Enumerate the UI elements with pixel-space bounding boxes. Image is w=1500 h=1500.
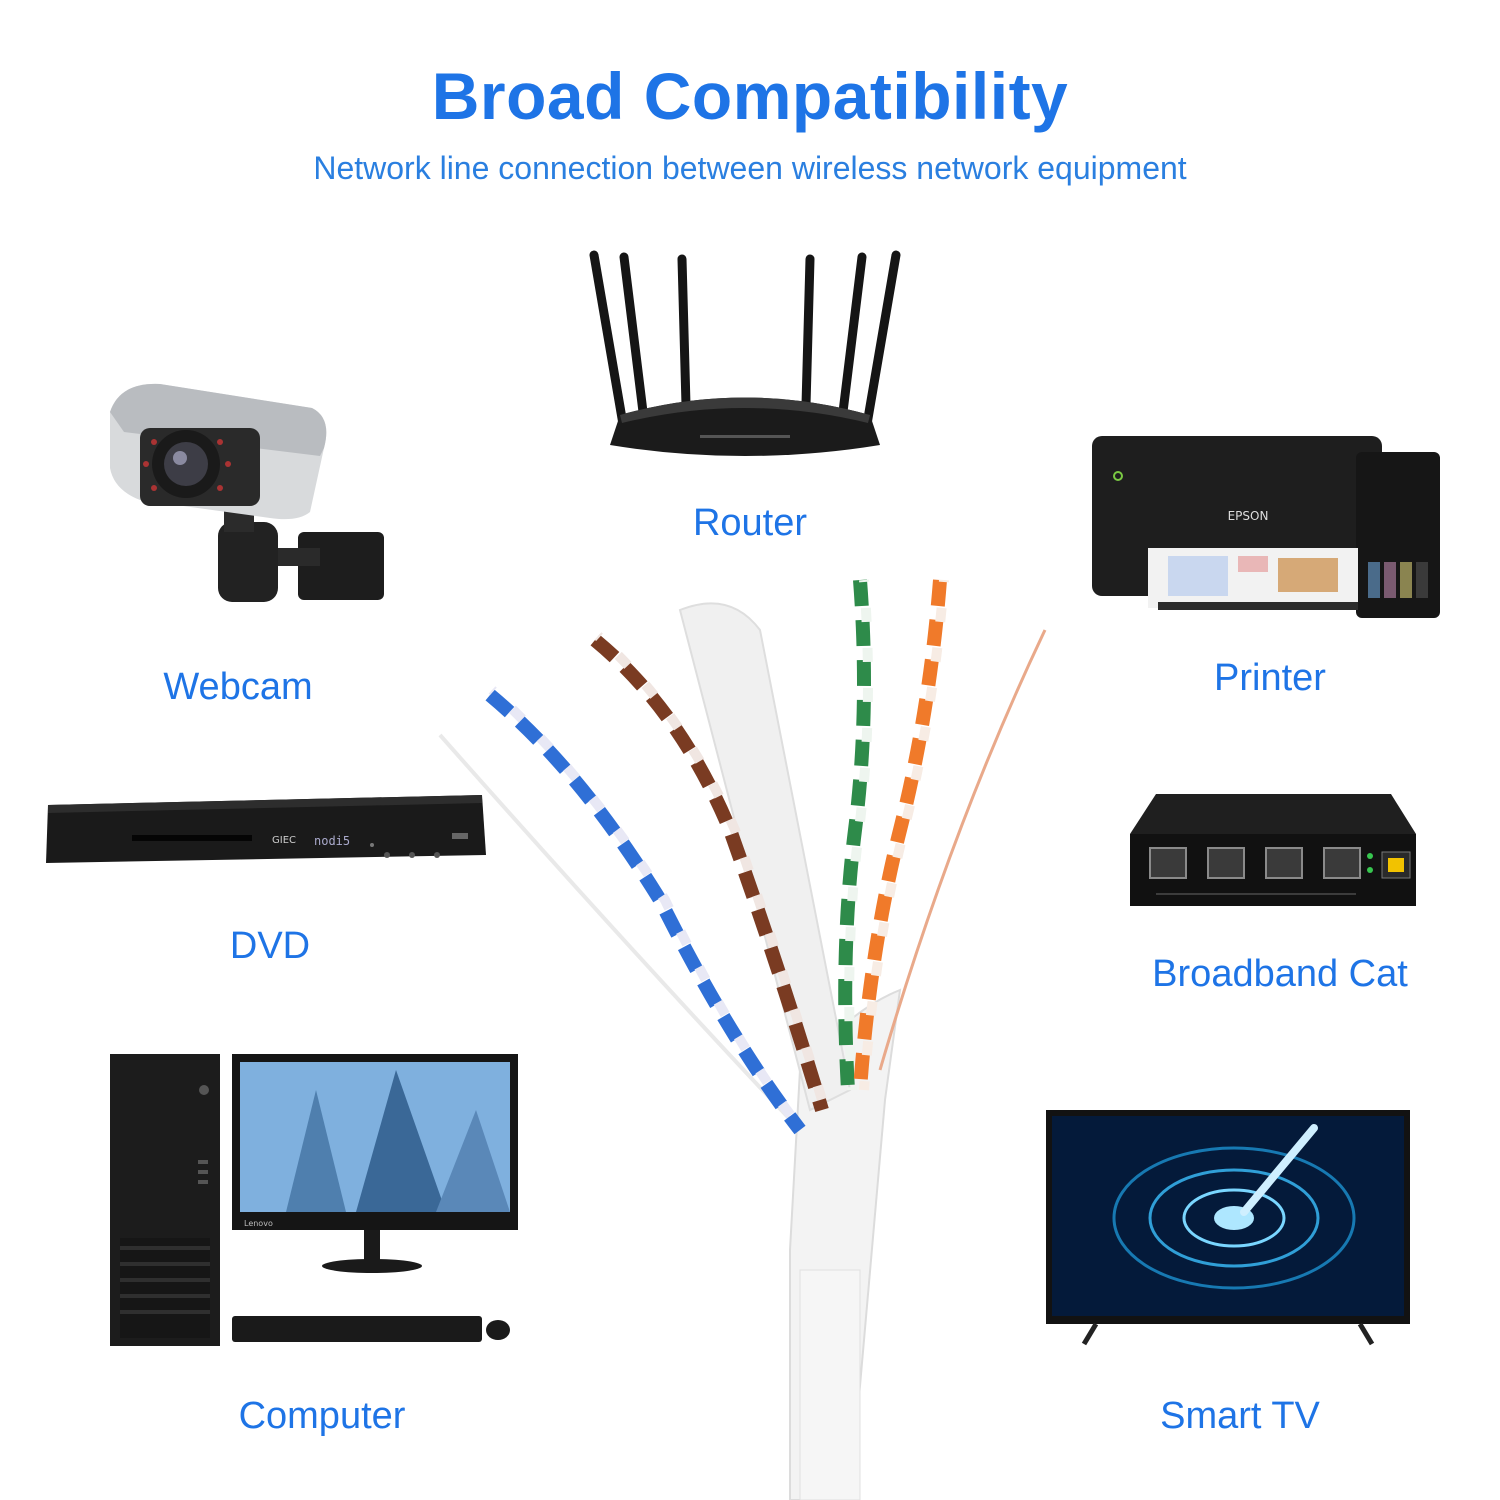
printer-brand: EPSON — [1228, 509, 1269, 523]
webcam-label: Webcam — [163, 666, 313, 708]
router-icon — [580, 245, 910, 470]
dvd-brand: GIEC — [272, 835, 296, 846]
computer-brand: Lenovo — [244, 1219, 273, 1228]
ethernet-cable-icon — [430, 570, 1060, 1500]
desktop-computer-icon: Lenovo — [106, 1050, 526, 1350]
router-label: Router — [692, 502, 808, 544]
dvd-label: DVD — [229, 925, 311, 967]
dvd-player-icon: GIEC nodi5 — [42, 785, 487, 875]
page-subtitle: Network line connection between wireless… — [313, 150, 1187, 186]
smart-tv-icon — [1044, 1108, 1412, 1348]
security-camera-icon — [100, 372, 400, 612]
printer-icon: EPSON — [1088, 432, 1444, 622]
printer-label: Printer — [1214, 657, 1326, 699]
dvd-display: nodi5 — [314, 834, 350, 848]
page-title: Broad Compatibility — [431, 59, 1069, 133]
smarttv-label: Smart TV — [1160, 1395, 1320, 1437]
broadband-label: Broadband Cat — [1152, 953, 1408, 995]
computer-label: Computer — [238, 1395, 406, 1437]
network-switch-icon — [1126, 790, 1421, 910]
